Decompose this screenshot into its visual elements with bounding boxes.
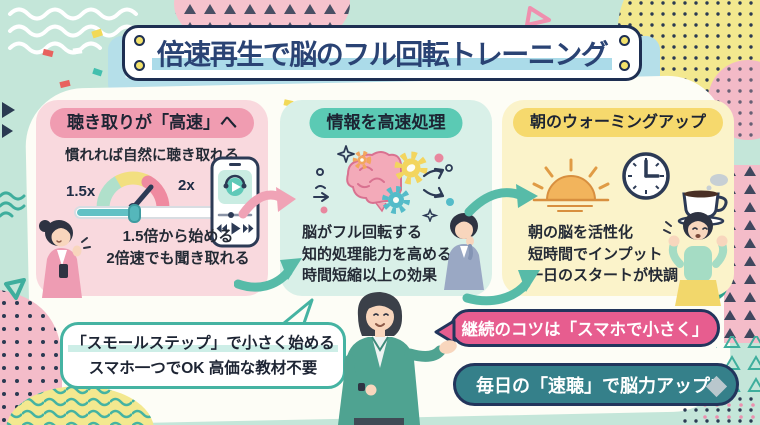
curved-arrow-teal-icon (464, 184, 538, 217)
pink-bubble-text: 継続のコツは「スマホで小さく」 (461, 321, 709, 339)
panel-processing: 情報を高速処理 脳がフ (280, 100, 492, 296)
panel-morning: 朝のウォーミングアップ (502, 100, 734, 306)
panel-morning-text: 朝の脳を活性化 短時間でインプット 一日のスタートが快調 (528, 222, 678, 287)
sunrise-icon (532, 158, 610, 212)
cheering-woman-illustration (663, 212, 728, 306)
slider-knob (128, 204, 141, 223)
rivet-decoration (134, 60, 145, 71)
playback-speed-slider (74, 204, 222, 223)
panel-listening-text: 1.5倍から始める 2倍速でも聞き取れる (88, 226, 268, 269)
thinking-woman-illustration (444, 213, 484, 290)
rivet-decoration (619, 35, 630, 46)
tip-box: 「スモールステップ」で小さく始める スマホ一つでOK 高価な教材不要 (60, 322, 346, 389)
panel-text-line: 一日のスタートが快調 (528, 267, 679, 284)
panel-text-line: 脳がフル回転する (302, 224, 423, 241)
tip-line-1: 「スモールステップ」で小さく始める (68, 331, 338, 356)
clock-icon (622, 152, 670, 200)
curved-arrow-teal-icon (462, 270, 540, 306)
panel-text-line: 1.5倍から始める (122, 228, 234, 245)
panel-processing-text: 脳がフル回転する 知的処理能力を高める 時間短縮以上の効果 (302, 222, 452, 287)
gauge-right-label: 2x (178, 177, 195, 194)
listening-woman-illustration (39, 220, 91, 298)
gauge-left-label: 1.5x (66, 183, 96, 200)
brain-gears-icon (313, 145, 454, 222)
rivet-decoration (134, 35, 145, 46)
panel-listening-subtitle: 慣れれば自然に聴き取れる (65, 148, 239, 164)
panel-text-line: 時間短縮以上の効果 (302, 267, 438, 284)
presenter-woman-illustration (338, 292, 457, 425)
rivet-decoration (619, 60, 630, 71)
pink-speech-bubble: 継続のコツは「スマホで小さく」 (434, 309, 720, 347)
panel-processing-header: 情報を高速処理 (309, 108, 463, 139)
panel-text-line: 2倍速でも聞き取れる (106, 249, 250, 267)
tip-line-2: スマホ一つでOK 高価な教材不要 (88, 359, 318, 377)
teal-banner-text: 毎日の「速聴」で脳力アップ! (476, 375, 716, 396)
panel-listening: 聴き取りが「高速」へ 慣れれば自然に聴き取れる 1.5x 2x (36, 100, 268, 298)
teal-banner: 毎日の「速聴」で脳力アップ! (453, 363, 739, 406)
page-title: 倍速再生で脳のフル回転トレーニング (151, 33, 613, 73)
panel-text-line: 知的処理能力を高める (302, 245, 453, 263)
panel-text-line: 朝の脳を活性化 (528, 224, 634, 241)
panel-morning-header: 朝のウォーミングアップ (512, 108, 724, 138)
bubble-tail (434, 319, 456, 345)
slider-fill (77, 209, 135, 216)
curved-arrow-teal-icon (234, 258, 302, 292)
panel-text-line: 短時間でインプット (528, 245, 663, 263)
title-banner: 倍速再生で脳のフル回転トレーニング (122, 25, 642, 81)
panel-listening-header: 聴き取りが「高速」へ (50, 108, 254, 139)
curved-arrow-pink-icon (238, 187, 296, 219)
